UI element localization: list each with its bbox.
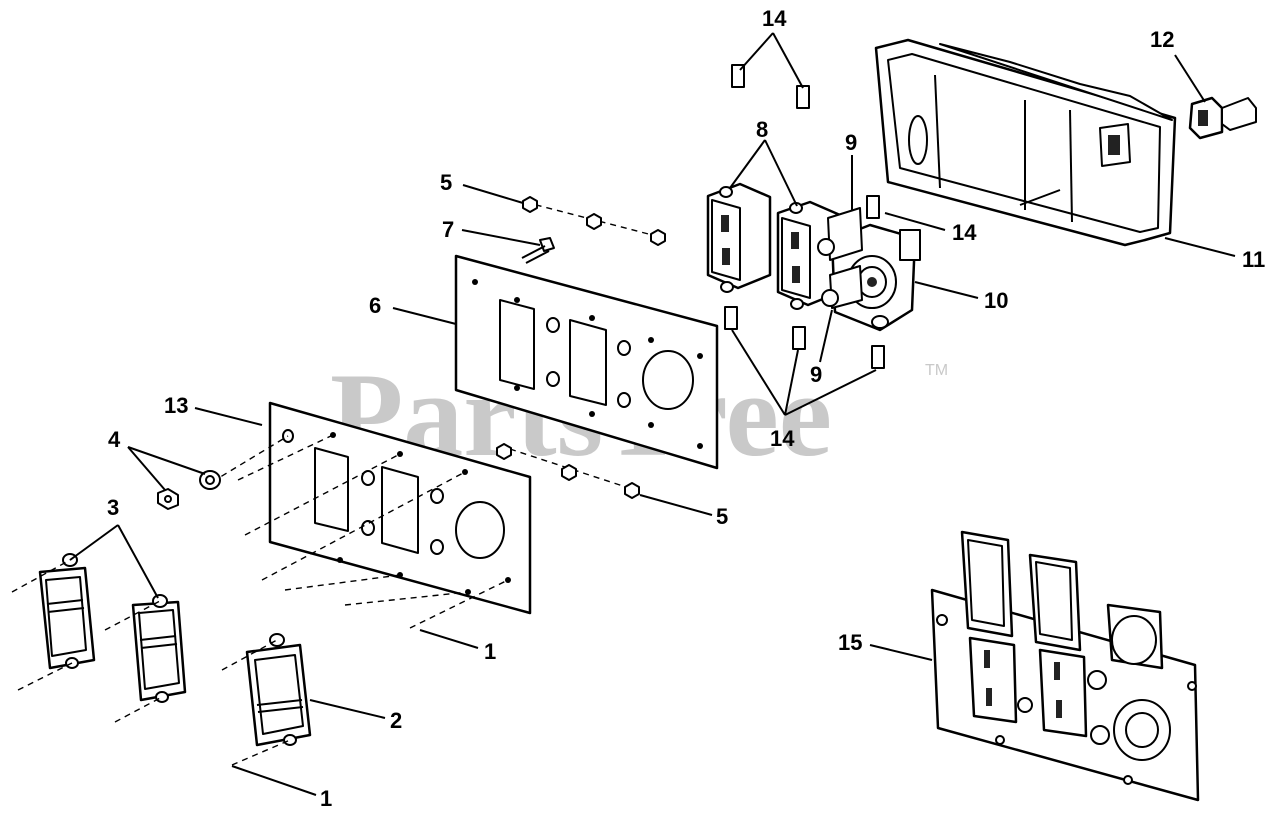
part-5-nuts [496, 196, 666, 499]
callout-7: 7 [442, 217, 454, 242]
callout-14-bottom: 14 [770, 426, 795, 451]
callout-14-right: 14 [952, 220, 977, 245]
callout-4: 4 [108, 427, 121, 452]
part-3-covers [11, 553, 187, 723]
callout-9-lower: 9 [810, 362, 822, 387]
callout-2: 2 [390, 708, 402, 733]
callout-15: 15 [838, 630, 862, 655]
callout-1-right: 1 [484, 639, 496, 664]
callout-5-upper: 5 [440, 170, 452, 195]
part-12-switch [1188, 96, 1257, 140]
part-14-clips [724, 64, 885, 369]
part-13-front-plate [268, 401, 532, 615]
callout-14-top: 14 [762, 6, 787, 31]
part-6-panel-plate [454, 254, 719, 470]
callout-1-bottom: 1 [320, 786, 332, 811]
part-2-blank-cover [221, 633, 312, 766]
callout-3: 3 [107, 495, 119, 520]
callout-10: 10 [984, 288, 1008, 313]
callout-11: 11 [1242, 247, 1265, 272]
part-15-assembled-panel [930, 530, 1200, 802]
part-4-nut-washer [157, 470, 221, 510]
callout-labels: 14 12 8 9 14 11 10 9 14 5 7 6 13 4 5 3 1… [107, 6, 1265, 811]
callout-6: 6 [369, 293, 381, 318]
callout-8: 8 [756, 117, 768, 142]
part-8-receptacles [706, 182, 842, 310]
callout-12: 12 [1150, 27, 1174, 52]
part-11-control-box [874, 38, 1177, 247]
part-9-breakers [817, 207, 863, 309]
leader-lines [69, 32, 1236, 796]
watermark-trademark: TM [925, 362, 948, 379]
callout-13: 13 [164, 393, 188, 418]
callout-5-lower: 5 [716, 504, 728, 529]
part-7-bolt [521, 237, 555, 264]
callout-9-upper: 9 [845, 130, 857, 155]
